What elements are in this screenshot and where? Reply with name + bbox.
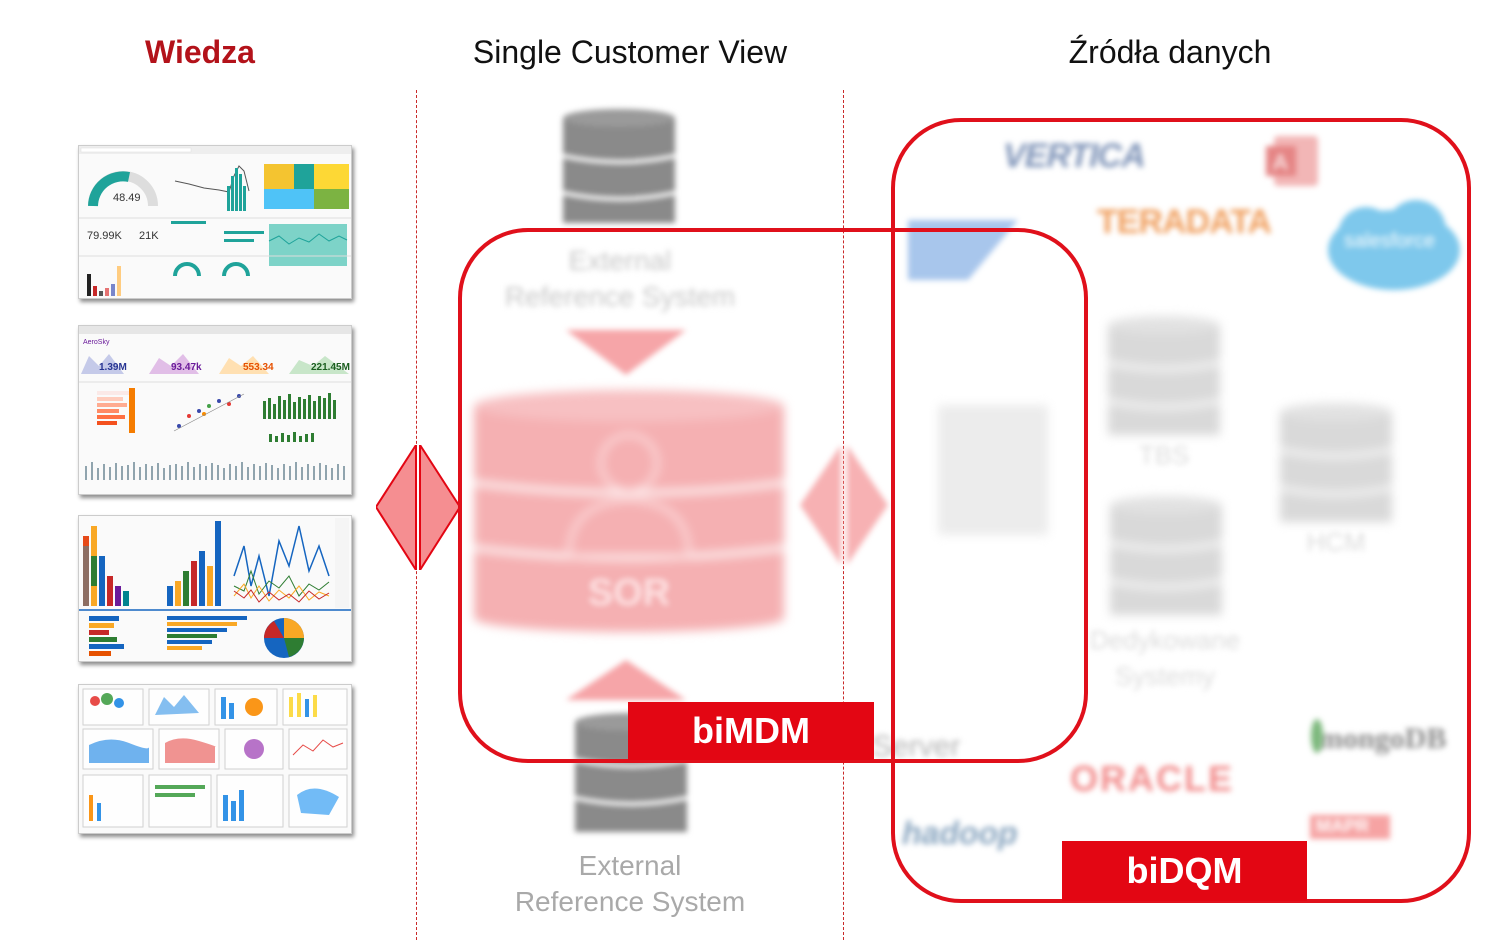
- hcm-database-icon: [1280, 402, 1392, 527]
- bottom-external-system-label: External Reference System: [514, 850, 746, 917]
- vertica-logo: VERTICA: [1003, 137, 1146, 175]
- dashboard-thumbnail-3: [78, 515, 352, 662]
- sap-logo-icon: [908, 220, 1018, 280]
- generic-source-icon: [938, 405, 1048, 545]
- divider-right: [843, 90, 844, 940]
- mapr-logo-badge: [1310, 815, 1390, 839]
- bidqm-badge: biDQM: [1062, 841, 1307, 901]
- kpi-fuel: 553.34: [243, 362, 274, 373]
- stat-value-1: 79.99K: [87, 230, 122, 242]
- dashboard-2-graphics: AeroSky: [79, 326, 351, 480]
- left-bidirectional-arrow-icon: [376, 445, 462, 570]
- dashboard-3-graphics: [79, 518, 351, 658]
- stat-value-2: 21K: [139, 230, 159, 242]
- header-single-customer-view: Single Customer View: [472, 34, 788, 70]
- bidqm-frame: [891, 118, 1471, 903]
- mapr-logo: MAPR: [1316, 816, 1369, 836]
- right-bidirectional-arrow-icon: [800, 445, 888, 565]
- bimdm-badge: biMDM: [628, 702, 874, 760]
- teradata-logo: TERADATA: [1097, 203, 1272, 241]
- down-arrow-icon: [566, 330, 686, 375]
- top-database-icon: [563, 108, 675, 233]
- hcm-label: HCM: [1306, 527, 1366, 557]
- mongodb-logo: mongoDB: [1318, 722, 1447, 755]
- mongodb-leaf-icon: [1310, 718, 1324, 754]
- kpi-revenue: 221.45M: [311, 362, 350, 373]
- sql-server-logo: Server: [872, 730, 961, 763]
- kpi-passengers: 1.39M: [99, 362, 127, 373]
- dedicated-systems-label: Dedykowane Systemy: [1089, 625, 1241, 691]
- bimdm-frame: [458, 228, 1088, 763]
- access-icon: A: [1262, 132, 1320, 190]
- salesforce-cloud-icon: [1326, 200, 1461, 295]
- up-arrow-icon: [566, 660, 686, 700]
- tbs-database-icon: [1108, 315, 1220, 440]
- gauge-value: 48.49: [113, 192, 141, 204]
- salesforce-label: salesforce: [1344, 230, 1436, 252]
- header-knowledge: Wiedza: [145, 34, 255, 70]
- svg-text:AeroSky: AeroSky: [83, 339, 110, 346]
- dedicated-database-icon: [1110, 495, 1222, 620]
- dashboard-1-graphics: [79, 146, 351, 296]
- sor-label: SOR: [587, 572, 671, 614]
- svg-text:A: A: [1273, 150, 1288, 175]
- sor-database-icon: [474, 388, 784, 633]
- dashboard-thumbnail-1: 48.49 79.99K 21K: [78, 145, 352, 299]
- kpi-flights: 93.47k: [171, 362, 202, 373]
- dashboard-4-graphics: [82, 688, 348, 828]
- tbs-label: TBS: [1138, 440, 1190, 470]
- oracle-logo: ORACLE: [1070, 758, 1234, 799]
- dashboard-thumbnail-2: AeroSky: [78, 325, 352, 495]
- dashboard-thumbnail-4: [78, 684, 352, 834]
- header-data-sources: Źródła danych: [1068, 34, 1272, 70]
